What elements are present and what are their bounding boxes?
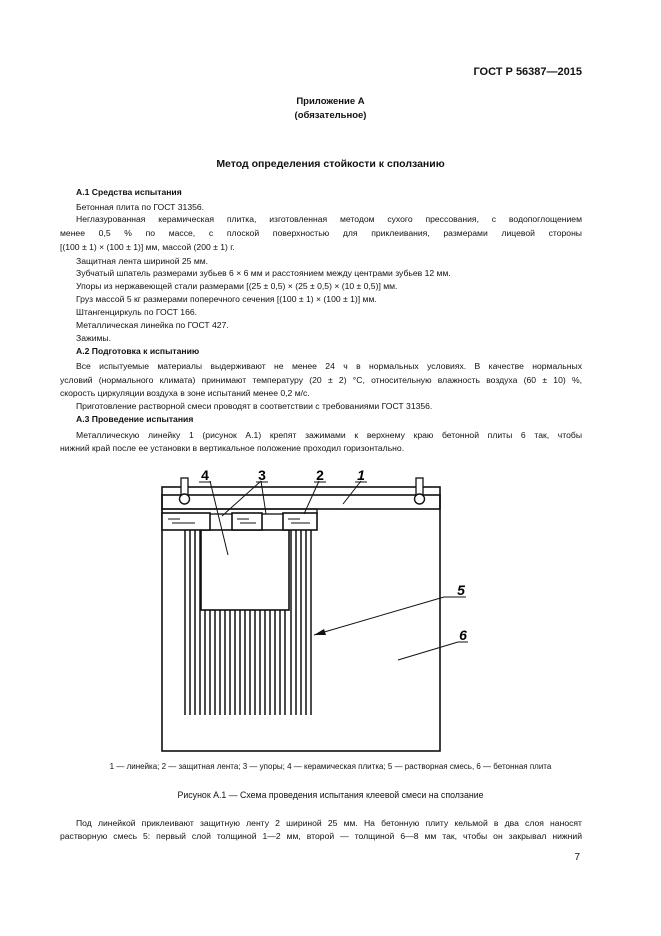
paragraph-line: Металлическую линейку 1 (рисунок А.1) кр… xyxy=(76,430,582,440)
document-number: ГОСТ Р 56387—2015 xyxy=(473,66,582,78)
arrow-head xyxy=(314,629,326,635)
label-underlines xyxy=(199,481,468,643)
figure-label-1: 1 xyxy=(357,467,365,483)
metal-ruler xyxy=(161,494,441,510)
paragraph-line: менее 0,5 % по массе, с плоской поверхно… xyxy=(60,228,582,238)
page-number: 7 xyxy=(574,852,580,863)
figure-caption: Рисунок А.1 — Схема проведения испытания… xyxy=(177,790,484,800)
clamp-left xyxy=(178,477,191,505)
paragraph-line: Неглазурованная керамическая плитка, изг… xyxy=(76,214,582,224)
annex-title: Приложение А xyxy=(296,96,365,107)
figure-label-6: 6 xyxy=(459,627,467,643)
paragraph-line: растворную смесь 5: первый слой толщиной… xyxy=(60,831,582,841)
leader-lines xyxy=(209,480,466,661)
figure-label-4: 4 xyxy=(201,467,209,483)
figure-legend: 1 — линейка; 2 — защитная лента; 3 — упо… xyxy=(109,762,552,771)
paragraph-line: Все испытуемые материалы выдерживают не … xyxy=(76,361,582,371)
paragraph-line: Штангенциркуль по ГОСТ 166. xyxy=(76,307,198,317)
section-heading-a1: А.1 Средства испытания xyxy=(76,187,182,197)
paragraph-line: условий (нормального климата) принимают … xyxy=(60,375,582,385)
annex-status: (обязательное) xyxy=(294,110,367,121)
paragraph-line: [(100 ± 1) × (100 ± 1)] мм, массой (200 … xyxy=(60,242,235,252)
paragraph-line: Зажимы. xyxy=(76,333,111,343)
figure-label-5: 5 xyxy=(457,582,465,598)
section-heading-a3: А.3 Проведение испытания xyxy=(76,414,194,424)
paragraph-line: нижний край после ее установки в вертика… xyxy=(60,443,405,453)
concrete-slab xyxy=(161,486,441,752)
paragraph-line: Бетонная плита по ГОСТ 31356. xyxy=(76,202,205,212)
section-heading-a2: А.2 Подготовка к испытанию xyxy=(76,346,200,356)
clamp-right xyxy=(413,477,426,505)
stoppers xyxy=(161,512,318,531)
stopper-marks xyxy=(168,518,310,524)
paragraph-line: Под линейкой приклеивают защитную ленту … xyxy=(76,818,582,828)
paragraph-line: Зубчатый шпатель размерами зубьев 6 × 6 … xyxy=(76,268,451,278)
figure-label-2: 2 xyxy=(316,467,324,483)
ceramic-tile xyxy=(200,529,290,611)
paragraph-line: скорость циркуляции воздуха в зоне испыт… xyxy=(60,388,310,398)
figure-label-3: 3 xyxy=(258,467,266,483)
paragraph-line: Упоры из нержавеющей стали размерами [(2… xyxy=(76,281,398,291)
paragraph-line: Груз массой 5 кг размерами поперечного с… xyxy=(76,294,377,304)
paragraph-line: Защитная лента шириной 25 мм. xyxy=(76,256,209,266)
mortar-stripes xyxy=(184,530,312,715)
paragraph-line: Металлическая линейка по ГОСТ 427. xyxy=(76,320,229,330)
paragraph-line: Приготовление растворной смеси проводят … xyxy=(76,401,433,411)
method-title: Метод определения стойкости к сползанию xyxy=(216,158,445,170)
